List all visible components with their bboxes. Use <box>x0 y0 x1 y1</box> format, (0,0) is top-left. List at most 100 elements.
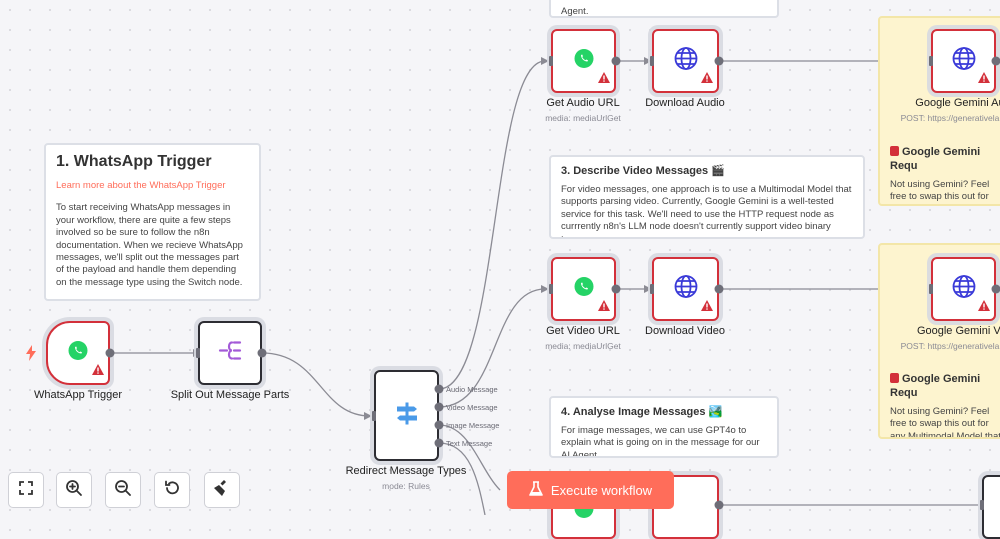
zoom-in-button[interactable] <box>56 472 92 508</box>
note-title: 1. WhatsApp Trigger <box>56 152 249 172</box>
output-label-image: Image Message <box>446 421 499 430</box>
output-handle[interactable] <box>715 285 724 294</box>
execute-workflow-button[interactable]: Execute workflow <box>507 471 674 509</box>
input-handle[interactable] <box>650 284 654 294</box>
fit-view-button[interactable] <box>8 472 44 508</box>
sticky-note-audio-top[interactable]: Agent. <box>549 0 779 18</box>
reset-zoom-icon <box>164 480 180 501</box>
node-subtitle: mode: Rules <box>382 481 430 491</box>
edge-split-switch <box>262 353 370 416</box>
note-title: Google Gemini Requ <box>890 145 1000 173</box>
node-subtitle: POST: https://generativela <box>901 113 1000 123</box>
arrow-audio <box>541 57 549 65</box>
note-body: For image messages, we can use GPT4o to … <box>561 425 767 458</box>
sticky-note-whatsapp-trigger[interactable]: 1. WhatsApp Trigger Learn more about the… <box>44 143 261 301</box>
node-label: Get Video URL <box>546 325 620 337</box>
globe-icon <box>674 47 698 76</box>
warning-icon <box>701 298 713 316</box>
zoom-out-icon <box>114 479 132 502</box>
fit-view-icon <box>19 481 33 500</box>
output-handle[interactable] <box>258 349 267 358</box>
edge-switch-image <box>439 425 500 490</box>
whatsapp-icon <box>68 341 88 366</box>
output-handle[interactable] <box>106 349 115 358</box>
zoom-out-button[interactable] <box>105 472 141 508</box>
learn-more-link[interactable]: Learn more about the WhatsApp Trigger <box>56 180 249 192</box>
sticky-note-describe-video[interactable]: 3. Describe Video Messages 🎬 For video m… <box>549 155 865 239</box>
globe-icon <box>952 275 976 304</box>
node-subtitle: media: mediaUrlGet <box>545 341 621 351</box>
note-body: Agent. <box>561 1 767 18</box>
whatsapp-icon <box>574 49 594 74</box>
output-handle[interactable] <box>715 501 724 510</box>
output-handle-video[interactable] <box>435 403 444 412</box>
node-google-gemini-video[interactable] <box>931 257 996 321</box>
globe-icon <box>952 47 976 76</box>
node-download-video[interactable] <box>652 257 719 321</box>
input-handle[interactable] <box>196 348 200 358</box>
node-label: Google Gemini Vid <box>917 325 1000 337</box>
split-icon <box>218 340 242 367</box>
arrow-switch <box>364 412 372 420</box>
output-handle[interactable] <box>992 57 1000 66</box>
node-whatsapp-trigger[interactable] <box>46 321 110 385</box>
tidy-up-icon <box>213 479 231 502</box>
node-get-video-url[interactable] <box>551 257 616 321</box>
output-handle[interactable] <box>612 57 621 66</box>
node-label: Google Gemini Aud <box>915 97 1000 109</box>
reset-zoom-button[interactable] <box>154 472 190 508</box>
output-handle[interactable] <box>992 285 1000 294</box>
node-partial-right[interactable] <box>982 475 1000 539</box>
whatsapp-icon <box>574 277 594 302</box>
input-handle[interactable] <box>549 284 553 294</box>
input-handle[interactable] <box>929 56 933 66</box>
note-title: 4. Analyse Image Messages 🏞️ <box>561 405 767 419</box>
output-handle[interactable] <box>715 57 724 66</box>
input-handle[interactable] <box>980 500 984 510</box>
flask-icon <box>529 481 543 500</box>
input-handle[interactable] <box>650 56 654 66</box>
note-body: For video messages, one approach is to u… <box>561 184 853 239</box>
warning-icon <box>92 362 104 380</box>
tidy-up-button[interactable] <box>204 472 240 508</box>
warning-icon <box>978 298 990 316</box>
workflow-canvas[interactable]: Agent. 1. WhatsApp Trigger Learn more ab… <box>0 0 1000 515</box>
alert-icon <box>890 146 899 156</box>
input-handle[interactable] <box>549 56 553 66</box>
node-subtitle: POST: https://generativela <box>901 341 1000 351</box>
node-label: Download Video <box>645 325 725 337</box>
node-label: Get Audio URL <box>546 97 619 109</box>
globe-icon <box>674 275 698 304</box>
output-handle-text[interactable] <box>435 439 444 448</box>
node-label: Split Out Message Parts <box>171 389 290 401</box>
warning-icon <box>598 298 610 316</box>
node-split-out-message-parts[interactable] <box>198 321 262 385</box>
input-handle[interactable] <box>372 411 376 421</box>
output-handle-image[interactable] <box>435 421 444 430</box>
edge-switch-text <box>439 443 485 515</box>
warning-icon <box>598 70 610 88</box>
node-label: Redirect Message Types <box>346 465 467 477</box>
node-get-audio-url[interactable] <box>551 29 616 93</box>
output-handle-audio[interactable] <box>435 385 444 394</box>
output-handle[interactable] <box>612 285 621 294</box>
bolt-icon <box>25 345 37 366</box>
node-google-gemini-audio[interactable] <box>931 29 996 93</box>
execute-workflow-label: Execute workflow <box>551 483 652 498</box>
output-label-video: Video Message <box>446 403 498 412</box>
note-title: Google Gemini Requ <box>890 372 1000 400</box>
sticky-note-analyse-image[interactable]: 4. Analyse Image Messages 🏞️ For image m… <box>549 396 779 458</box>
node-subtitle: media: mediaUrlGet <box>545 113 621 123</box>
node-redirect-message-types[interactable] <box>374 370 439 461</box>
input-handle[interactable] <box>929 284 933 294</box>
edge-switch-audio <box>439 61 545 389</box>
note-body: Not using Gemini? Feel free to swap this… <box>890 179 1000 206</box>
arrow-video <box>541 285 549 293</box>
zoom-in-icon <box>65 479 83 502</box>
switch-icon <box>394 400 420 431</box>
node-download-audio[interactable] <box>652 29 719 93</box>
node-label: Download Audio <box>645 97 725 109</box>
note-title: 3. Describe Video Messages 🎬 <box>561 164 853 178</box>
output-label-audio: Audio Message <box>446 385 498 394</box>
note-body: Not using Gemini? Feel free to swap this… <box>890 406 1000 439</box>
